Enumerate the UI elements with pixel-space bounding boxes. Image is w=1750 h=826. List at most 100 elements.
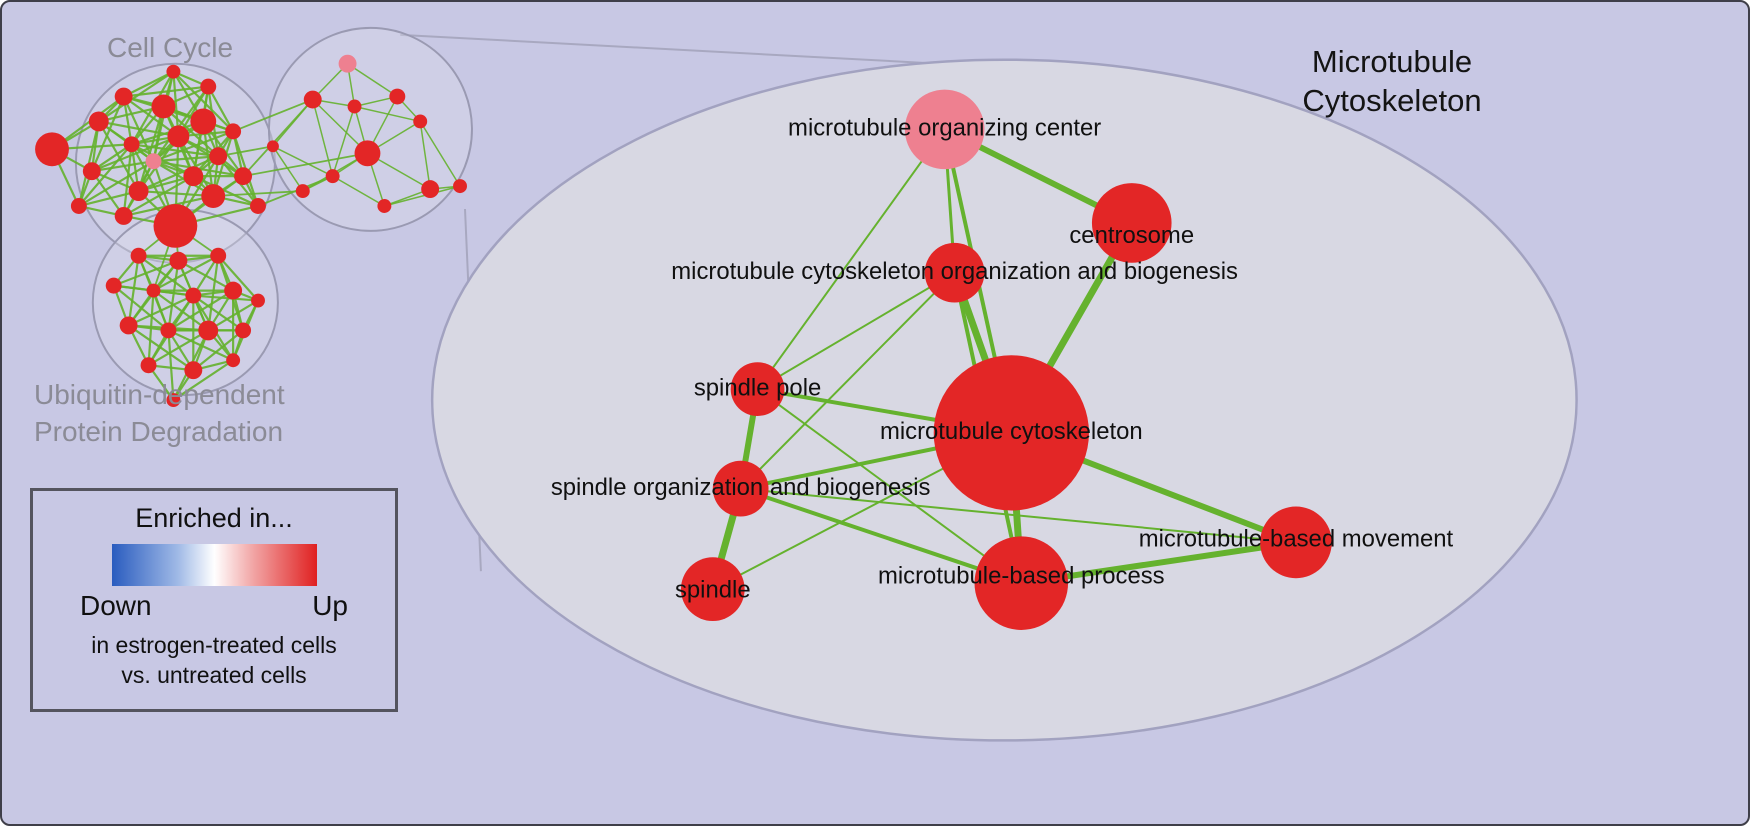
mini-node [119,316,138,335]
mini-edge [162,105,219,158]
mini-node [190,108,217,135]
mini-edge [91,160,154,173]
mini-node [70,198,87,214]
mini-node [160,322,177,339]
node-process [974,536,1069,630]
node-label-moc: microtubule organizing center [788,115,1101,142]
mini-node [153,204,198,248]
ubiquitin-label-line2: Protein Degradation [34,416,284,447]
mini-edge [123,95,180,138]
legend-subtitle-line2: vs. untreated cells [121,662,307,688]
mini-node [140,357,157,374]
mini-node [338,54,357,73]
mini-cross-edge [218,145,274,158]
node-label-spindle: spindle [675,576,751,603]
mini-node [185,287,202,304]
mini-node [250,198,266,214]
mini-node [114,87,133,106]
mini-node [303,90,322,109]
legend-axis-labels: Down Up [80,590,348,622]
mini-edge [122,96,155,162]
mini-node [88,111,109,132]
mini-edge [152,289,209,332]
mini-node [183,166,204,187]
mini-edge [272,145,333,177]
mini-edge [90,170,125,217]
node-label-centrosome: centrosome [1069,222,1194,249]
mini-edge [192,329,244,372]
mini-node [35,132,69,167]
mini-edge [167,260,180,331]
mini-node [151,94,176,119]
mini-edge [113,259,179,287]
legend-title: Enriched in... [135,503,293,533]
legend-gradient-bar [111,544,317,586]
mini-edge [419,121,431,190]
mini-node [347,99,362,114]
legend: Enriched in... Down Up in estrogen-treat… [30,488,398,712]
mini-edge [147,329,209,367]
mini-edge [207,86,235,132]
mini-edge [91,135,179,173]
mini-edge [128,294,194,327]
edge-spindle_org-process [738,486,1024,586]
mini-edge [123,85,209,98]
mini-edge [137,106,165,192]
legend-subtitle: in estrogen-treated cells vs. untreated … [91,630,336,690]
node-label-spindle_pole: spindle pole [694,374,821,401]
node-label-cytoskeleton: microtubule cytoskeleton [880,418,1143,445]
mini-node [234,167,253,186]
legend-subtitle-line1: in estrogen-treated cells [91,632,337,658]
mini-node [295,184,310,199]
mini-edge [78,190,139,208]
mini-edge [90,96,125,172]
mini-edge [192,175,259,208]
node-label-movement: microtubule-based movement [1139,526,1454,553]
node-spindle_org [712,460,769,517]
mini-node [225,123,242,140]
mini-edge [152,85,210,162]
legend-down-label: Down [80,590,152,621]
cell-cycle-cluster-label: Cell Cycle [107,32,234,63]
mini-node [209,147,228,166]
ubiquitin-cluster-label: Ubiquitin-dependent Protein Degradation [34,376,285,450]
edge-orgbio-spindle_pole [756,271,956,391]
mini-edge [347,63,398,98]
mini-node [421,180,440,199]
mini-cross-edge [232,98,314,133]
mini-node [130,247,147,264]
mini-node [167,125,190,148]
node-moc [904,89,985,170]
mini-edge [122,144,133,217]
node-movement [1260,506,1332,579]
mini-node [235,322,252,339]
mini-edge [78,160,155,207]
mini-edge [123,70,174,98]
mini-edge [419,121,461,187]
mini-edge [97,120,140,192]
mini-cross-edge [213,190,303,197]
mini-node [128,181,149,202]
mini-edge [217,255,259,302]
mini-node [198,320,219,341]
mini-edge [152,254,219,292]
node-centrosome [1091,183,1172,263]
mini-node [123,136,140,153]
mini-edge [78,143,133,207]
title-line1: Microtubule [1311,44,1473,79]
mini-node [413,114,428,129]
mini-edge [193,294,259,302]
mini-node [266,140,279,153]
mini-edge [131,143,219,158]
mini-cross-edge [242,152,368,178]
title-line2: Cytoskeleton [1302,83,1482,118]
mini-edge [172,70,234,133]
mini-node [105,277,122,294]
edge-spindle_pole-process [756,388,1023,585]
mini-node [146,283,161,298]
node-orgbio [924,242,985,303]
mini-node [325,169,340,184]
mini-node [166,64,181,79]
